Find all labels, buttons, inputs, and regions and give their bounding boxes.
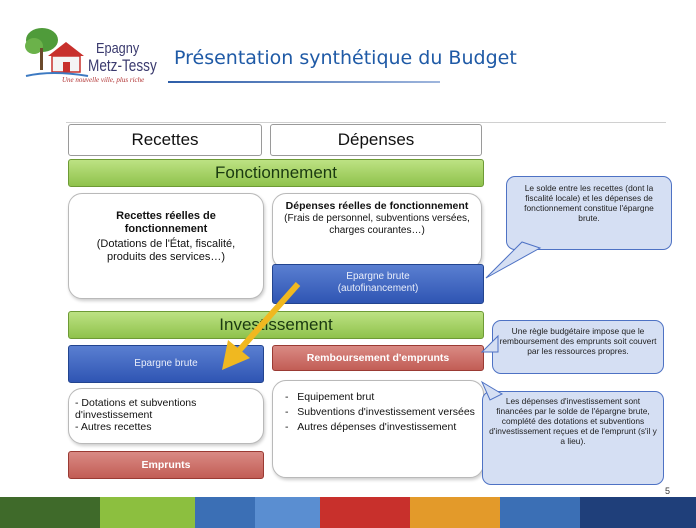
section-fonctionnement: Fonctionnement bbox=[68, 159, 484, 187]
recettes-fonctionnement-title: Recettes réelles de fonctionnement bbox=[116, 210, 216, 235]
recettes-investissement-box: - Dotations et subventions d'investissem… bbox=[68, 388, 264, 444]
title-underline bbox=[168, 81, 440, 83]
epargne-brute-fonctionnement: Epargne brute (autofinancement) bbox=[272, 264, 484, 304]
recettes-investissement-item: - Autres recettes bbox=[75, 421, 152, 433]
note-pointer bbox=[480, 334, 499, 353]
depenses-fonctionnement-title: Dépenses réelles de fonctionnement bbox=[285, 200, 469, 212]
depenses-investissement-item: - Autres dépenses d'investissement bbox=[285, 421, 457, 433]
logo-tagline: Une nouvelle ville, plus riche bbox=[62, 76, 145, 84]
depenses-item-text: Equipement brut bbox=[297, 391, 375, 403]
page-number: 5 bbox=[665, 486, 671, 496]
depenses-fonctionnement-detail: (Frais de personnel, subventions versées… bbox=[284, 213, 470, 236]
depenses-item-text: Autres dépenses d'investissement bbox=[297, 421, 457, 433]
page-title: Présentation synthétique du Budget bbox=[174, 47, 517, 69]
note-depenses-investissement: Les dépenses d'investissement sont finan… bbox=[482, 391, 664, 485]
depenses-investissement-item: - Equipement brut bbox=[285, 391, 375, 403]
note-pointer bbox=[485, 241, 542, 279]
recettes-fonctionnement-box: Recettes réelles de fonctionnement (Dota… bbox=[68, 193, 264, 299]
house-logo-icon bbox=[25, 28, 89, 77]
logo-text-line1: Epagny bbox=[96, 40, 140, 57]
remboursement-emprunts: Remboursement d'emprunts bbox=[272, 345, 484, 371]
footer-stripe bbox=[0, 497, 696, 528]
depenses-investissement-item: - Subventions d'investissement versées bbox=[285, 406, 475, 418]
tree-logo-icon bbox=[40, 48, 43, 70]
recettes-investissement-item: - Dotations et subventions d'investissem… bbox=[75, 397, 197, 421]
logo-text-line2: Metz-Tessy bbox=[88, 56, 157, 75]
diagonal-arrow-icon bbox=[222, 282, 301, 370]
epargne-brute-sub: (autofinancement) bbox=[337, 283, 419, 294]
note-remboursement: Une règle budgétaire impose que le rembo… bbox=[492, 320, 664, 374]
recettes-fonctionnement-detail: (Dotations de l'État, fiscalité, produit… bbox=[96, 238, 236, 263]
note-epargne-brute: Le solde entre les recettes (dont la fis… bbox=[506, 176, 672, 250]
depenses-fonctionnement-box: Dépenses réelles de fonctionnement (Frai… bbox=[272, 193, 482, 269]
depenses-item-text: Subventions d'investissement versées bbox=[297, 406, 475, 418]
depenses-investissement-box: - Equipement brut - Subventions d'invest… bbox=[272, 380, 484, 478]
divider bbox=[66, 122, 666, 123]
column-header-depenses: Dépenses bbox=[270, 124, 482, 156]
column-header-recettes: Recettes bbox=[68, 124, 262, 156]
section-investissement: Investissement bbox=[68, 311, 484, 339]
emprunts-bar: Emprunts bbox=[68, 451, 264, 479]
note-pointer bbox=[480, 380, 504, 401]
epargne-brute-label: Epargne brute bbox=[346, 271, 410, 282]
